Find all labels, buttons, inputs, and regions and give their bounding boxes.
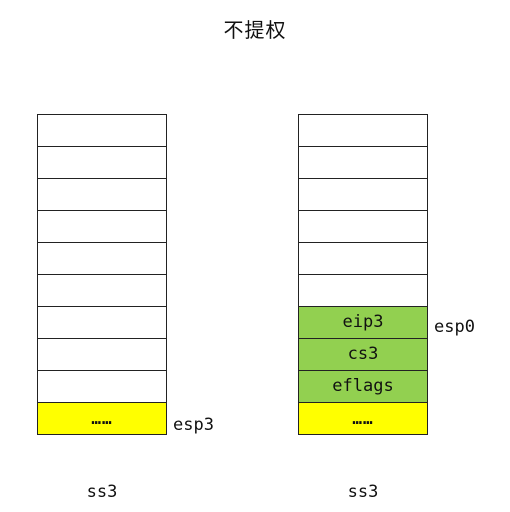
right-stack-cell-eip3: eip3 [298, 307, 428, 339]
left-stack-cell-empty [37, 147, 167, 179]
right-stack-cell-cs3: cs3 [298, 339, 428, 371]
left-stack-segment-label: ss3 [86, 482, 118, 502]
right-stack-cell-empty [298, 147, 428, 179]
left-stack-cell-empty [37, 307, 167, 339]
left-stack-pointer-label: esp3 [173, 415, 214, 435]
right-stack-cell-empty [298, 179, 428, 211]
left-stack-cell-empty [37, 179, 167, 211]
left-stack-cell-current: …… [37, 403, 167, 435]
right-stack-cell-current: …… [298, 403, 428, 435]
left-stack-cell-empty [37, 371, 167, 403]
diagram-title: 不提权 [223, 18, 287, 42]
left-stack: …… [37, 114, 167, 435]
left-stack-cell-empty [37, 243, 167, 275]
right-stack-cell-empty [298, 211, 428, 243]
left-stack-cell-empty [37, 211, 167, 243]
right-stack-cell-empty [298, 114, 428, 147]
left-stack-cell-empty [37, 339, 167, 371]
right-stack-cell-eflags: eflags [298, 371, 428, 403]
right-stack-cell-empty [298, 275, 428, 307]
left-stack-cell-empty [37, 275, 167, 307]
right-stack-pointer-label: esp0 [434, 317, 475, 337]
right-stack-segment-label: ss3 [347, 482, 379, 502]
left-stack-cell-empty [37, 114, 167, 147]
right-stack-cell-empty [298, 243, 428, 275]
